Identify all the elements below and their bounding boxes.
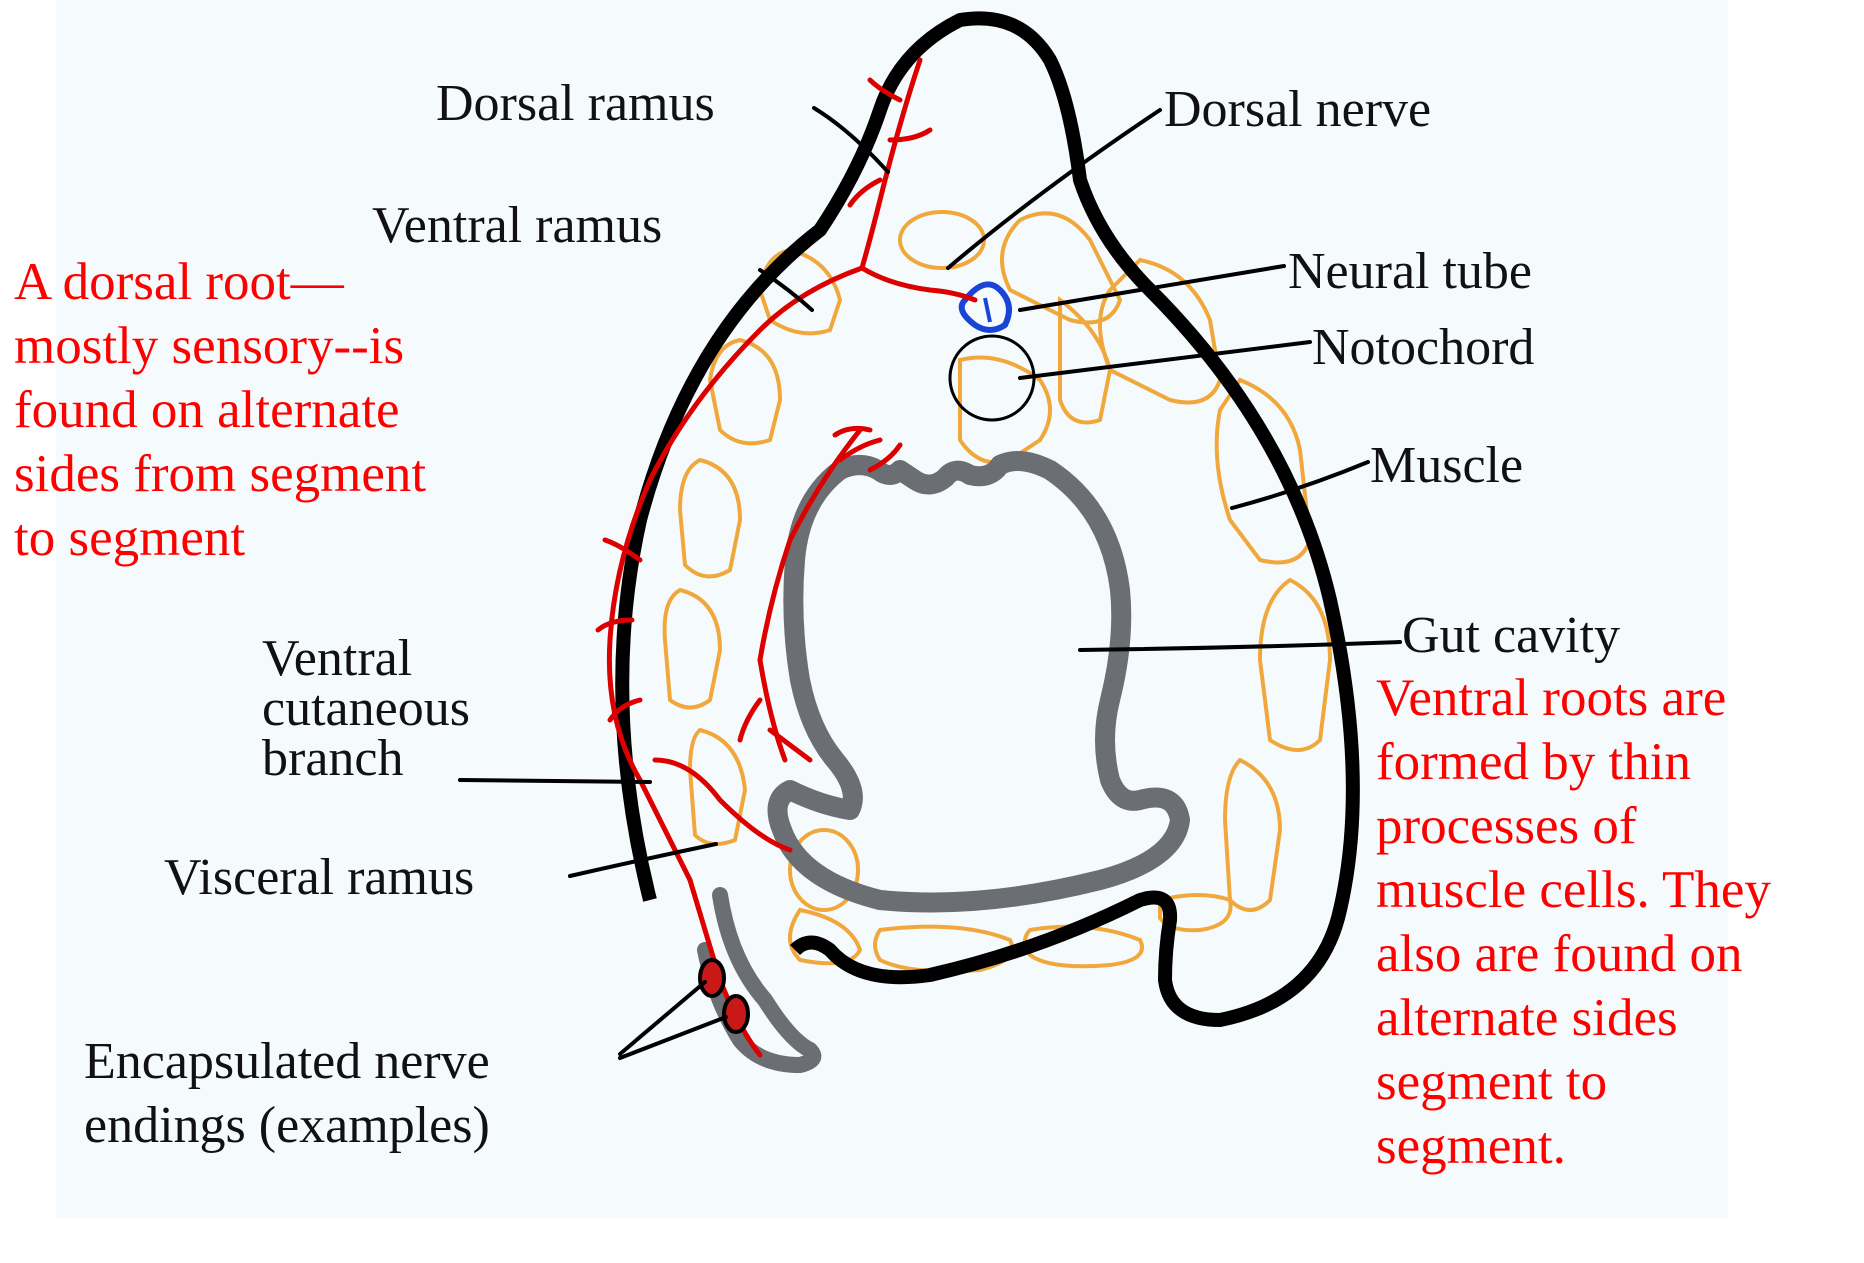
label-dorsal-ramus: Dorsal ramus [436,78,715,130]
leader-dorsal-nerve [948,110,1160,268]
muscle-block [1225,760,1280,910]
encapsulated-nerve-ending [724,996,748,1032]
leader-ventral-ramus [760,270,812,310]
muscle-block [900,212,984,268]
label-neural-tube: Neural tube [1288,246,1532,298]
muscle-block [680,460,740,576]
muscle-block [1260,580,1330,750]
muscle-block [960,358,1050,463]
label-notochord: Notochord [1312,322,1534,374]
body-outline [622,18,1353,1020]
leader-neural-tube [1020,266,1284,310]
dorsal-root-nerve [862,268,975,300]
leader-nerve-ending-2 [620,1017,726,1058]
muscle-block [690,730,745,844]
label-muscle: Muscle [1370,440,1523,492]
muscle-block [665,590,720,708]
encapsulated-nerve-ending [700,960,724,996]
label-dorsal-nerve: Dorsal nerve [1164,84,1431,136]
muscle-block [1217,380,1310,563]
label-encapsulated-nerve-endings: Encapsulated nerve endings (examples) [84,1030,490,1158]
note-dorsal-root: A dorsal root— mostly sensory--is found … [14,250,426,570]
muscle-block [710,340,780,443]
neural-canal [985,298,990,322]
leader-notochord [1020,342,1310,378]
label-ventral-ramus: Ventral ramus [372,200,662,252]
label-gut-cavity: Gut cavity [1402,610,1620,662]
label-visceral-ramus: Visceral ramus [164,852,474,904]
note-ventral-roots: Ventral roots are formed by thin process… [1376,666,1771,1178]
leader-ventral-cutaneous [460,780,650,782]
ventral-ramus-nerve [609,268,862,880]
gut-wall [778,461,1181,903]
muscle-block [790,910,860,963]
label-ventral-cutaneous-branch: Ventral cutaneous branch [262,634,470,784]
